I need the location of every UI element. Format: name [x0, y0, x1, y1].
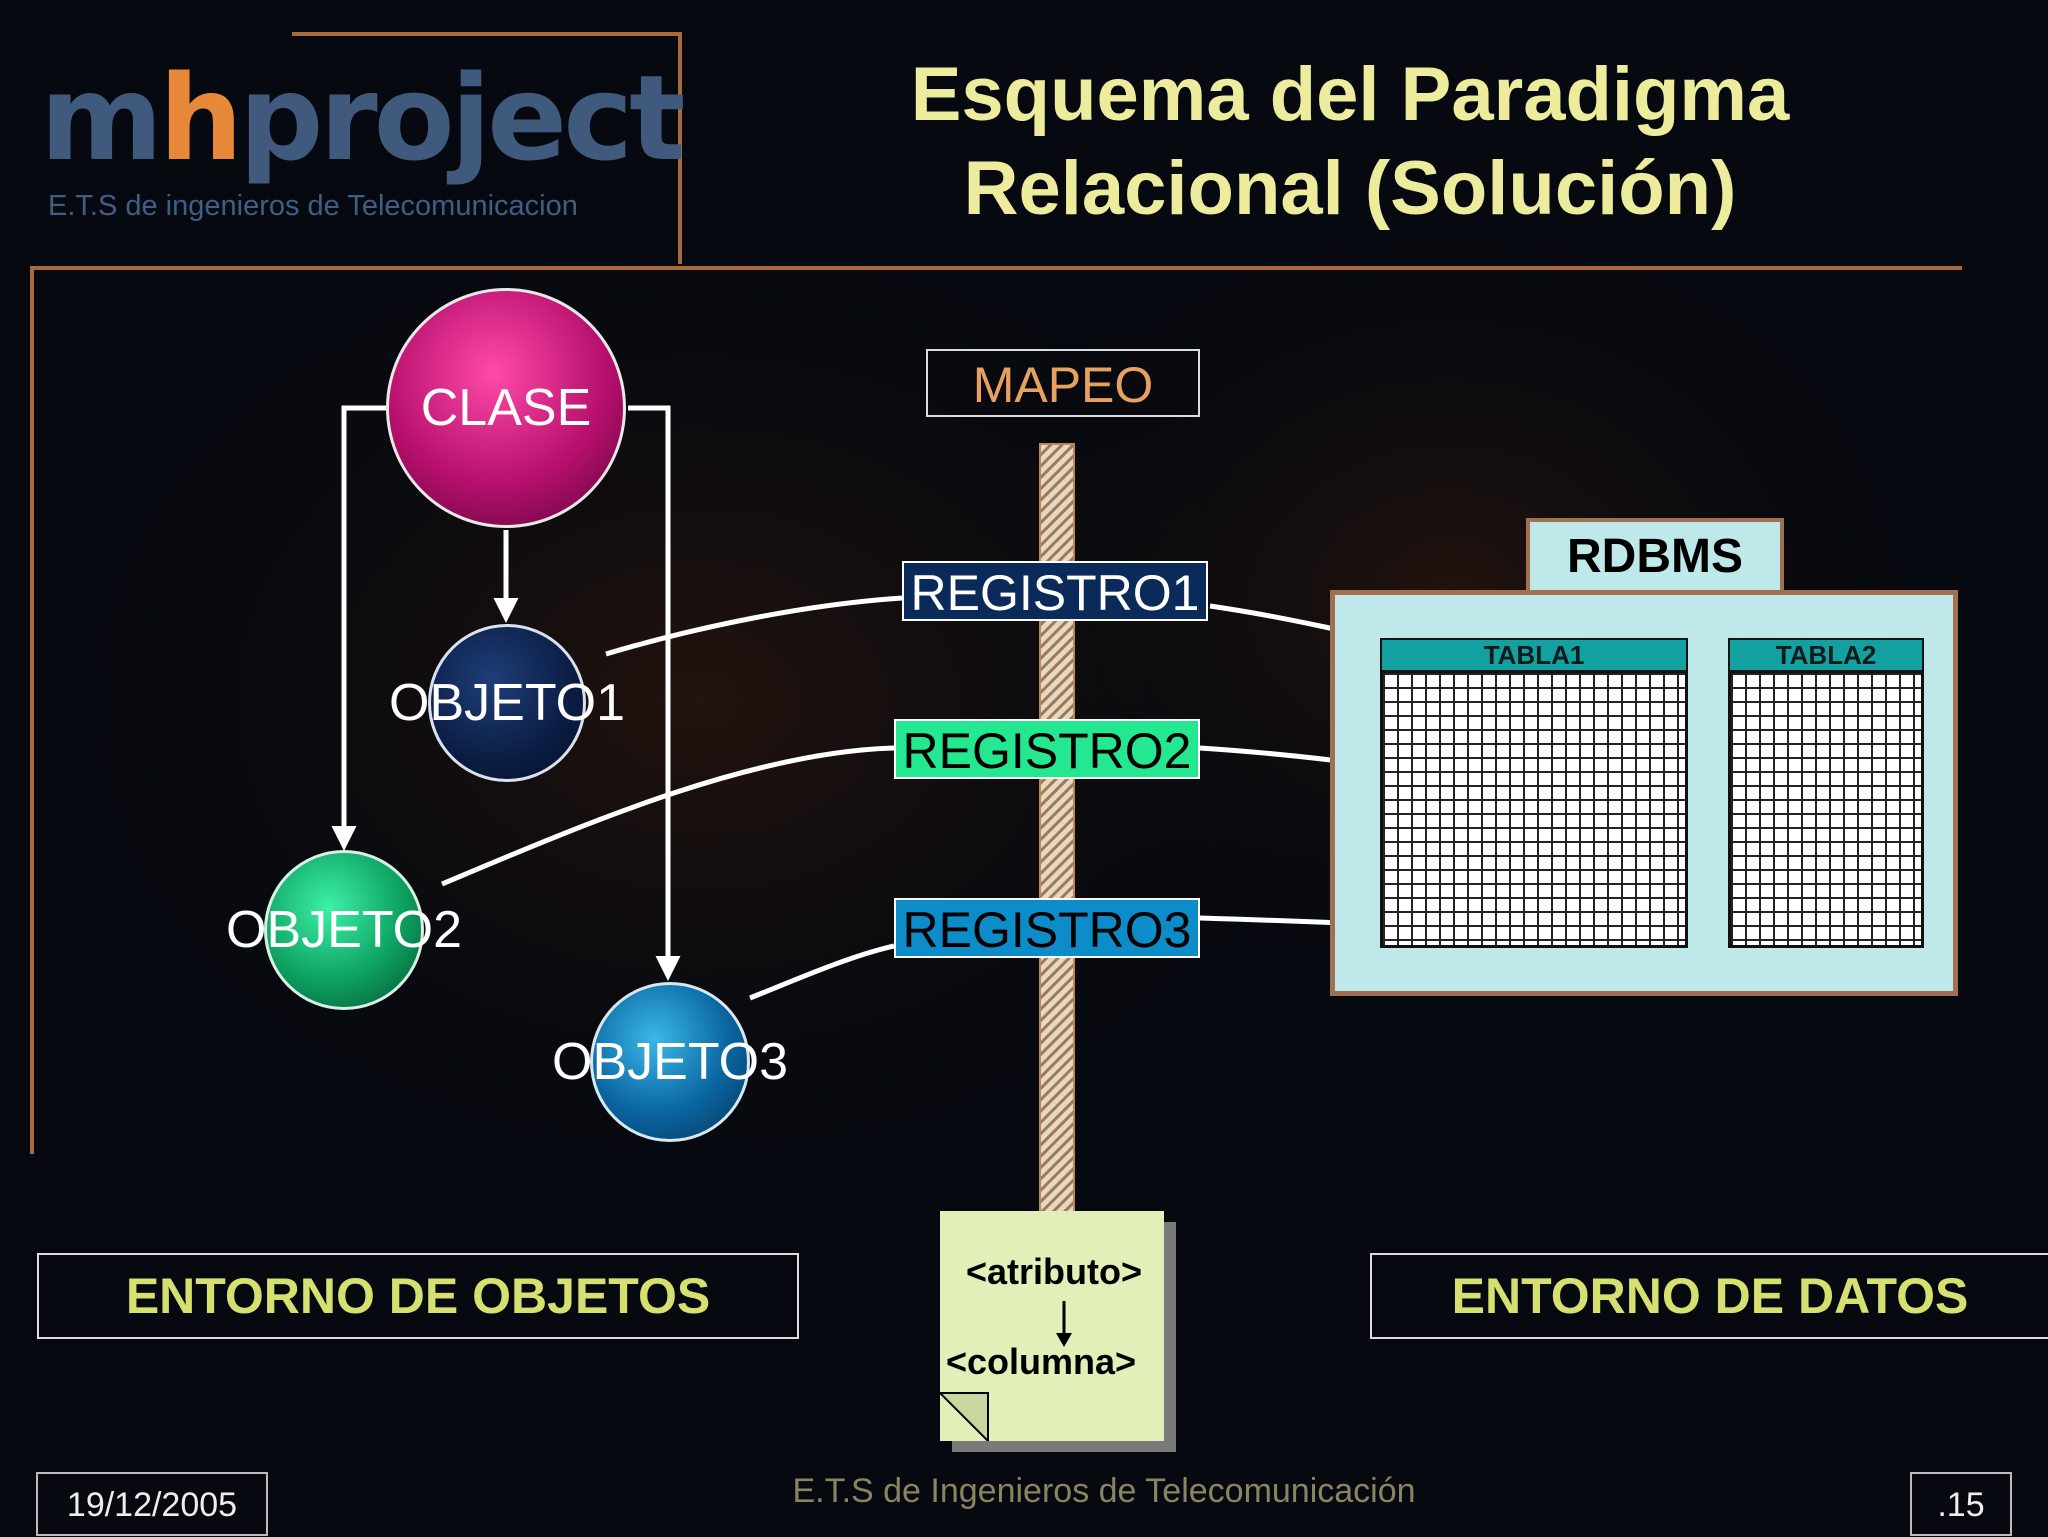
objeto3-to-registro3-link	[749, 943, 895, 1001]
objeto2-to-registro2-link	[441, 745, 895, 887]
slide-frame-line	[30, 266, 1962, 1154]
rdbms-label: RDBMS	[1526, 518, 1784, 594]
logo-subtitle: E.T.S de ingenieros de Telecomunicacion	[48, 190, 578, 222]
entorno-objetos-label: ENTORNO DE OBJETOS	[37, 1253, 799, 1339]
tabla1-header: TABLA1	[1380, 638, 1688, 672]
title-line-1: Esquema del Paradigma	[910, 52, 1790, 137]
note-arrow-icon	[940, 1301, 1072, 1441]
footer-date: 19/12/2005	[36, 1472, 268, 1536]
clase-to-objeto3-arrow	[628, 405, 681, 981]
objeto1-to-registro1-link	[605, 595, 903, 657]
mapeo-label: MAPEO	[926, 349, 1200, 417]
note-columna: <columna>	[946, 1341, 1137, 1382]
objeto1-node: OBJETO1	[389, 624, 625, 782]
logo-at-symbol: h	[158, 49, 243, 187]
tabla1-grid	[1380, 670, 1688, 948]
footer-page-number: .15	[1910, 1472, 2012, 1536]
clase-label: CLASE	[420, 379, 592, 437]
objeto3-node: OBJETO3	[552, 982, 788, 1142]
objeto1-label: OBJETO1	[389, 674, 626, 732]
logo-frame-line	[292, 32, 682, 264]
footer-institution: E.T.S de Ingenieros de Telecomunicación	[792, 1472, 1416, 1510]
registro1-box: REGISTRO1	[902, 561, 1208, 621]
slide-title: Esquema del Paradigma Relacional (Soluci…	[820, 48, 1880, 236]
mhproject-logo: mhproject	[40, 58, 686, 178]
objeto3-label: OBJETO3	[552, 1033, 789, 1091]
tabla2-grid	[1728, 670, 1924, 948]
note-atributo: <atributo>	[966, 1251, 1143, 1292]
objeto2-label: OBJETO2	[226, 901, 463, 959]
mapeo-pillar	[1039, 443, 1075, 1215]
logo-text: m	[40, 49, 163, 187]
registro3-box: REGISTRO3	[894, 898, 1200, 958]
mapping-note: <atributo> <columna>	[940, 1211, 1164, 1441]
clase-node: CLASE	[386, 288, 626, 528]
tabla2-header: TABLA2	[1728, 638, 1924, 672]
title-line-2: Relacional (Solución)	[963, 146, 1737, 231]
registro2-box: REGISTRO2	[894, 719, 1200, 779]
entorno-datos-label: ENTORNO DE DATOS	[1370, 1253, 2048, 1339]
logo-text: project	[238, 49, 686, 187]
objeto2-node: OBJETO2	[226, 850, 462, 1010]
clase-to-objeto2-arrow	[331, 405, 386, 851]
